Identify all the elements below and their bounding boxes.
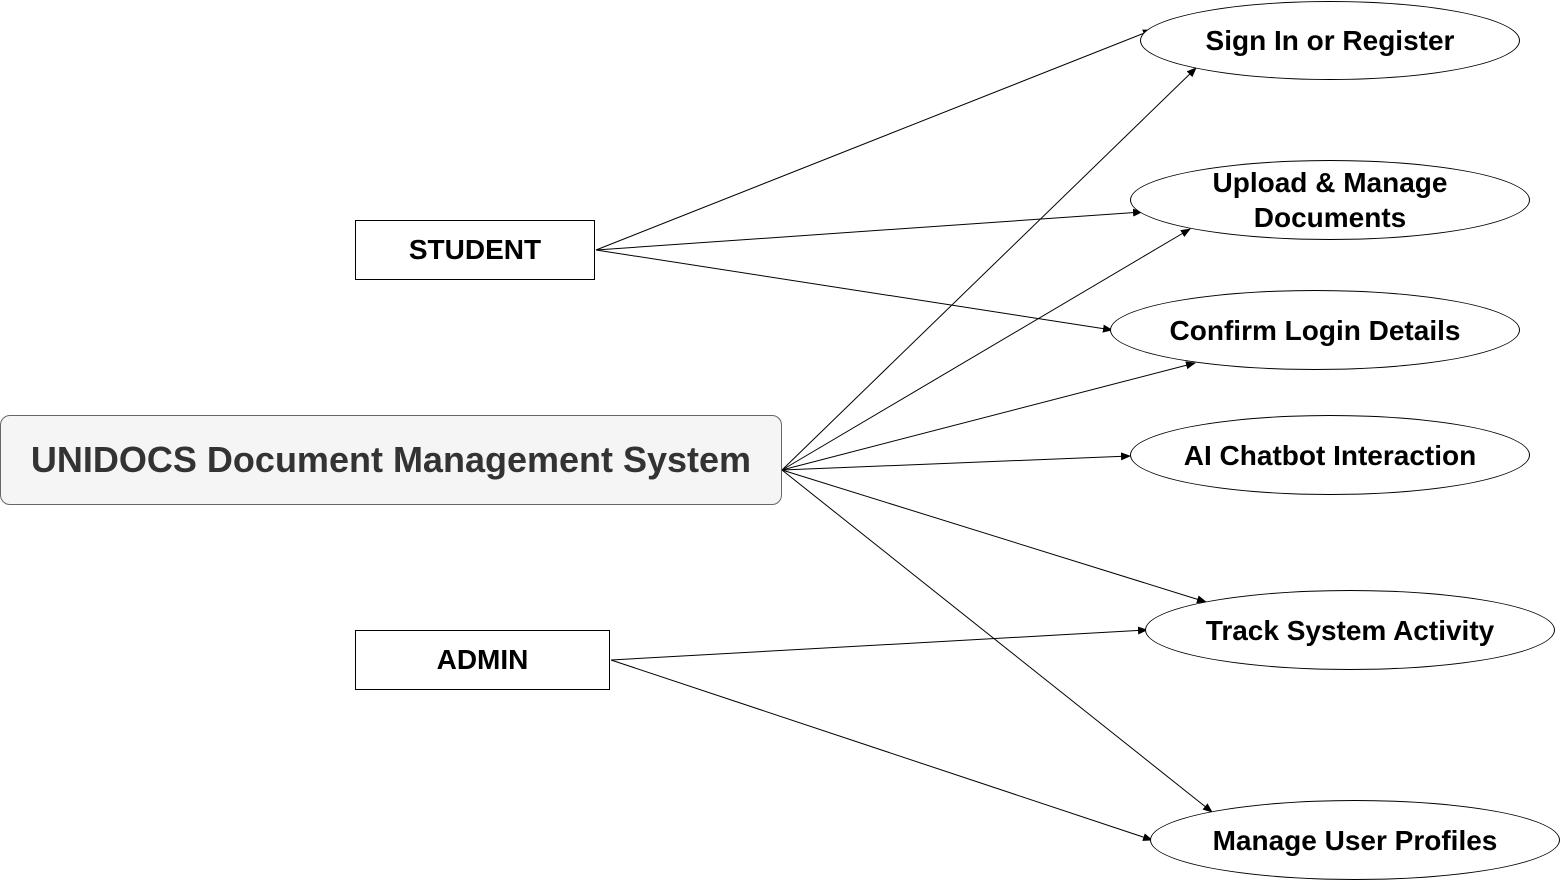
usecase-track-activity-label: Track System Activity [1205, 614, 1495, 646]
usecase-confirm-login[interactable]: Confirm Login Details [1110, 290, 1520, 370]
usecase-upload-label: Upload & Manage Documents [1212, 167, 1448, 233]
connector-system-to-sign-in [781, 67, 1197, 471]
actor-student-label: STUDENT [408, 234, 542, 265]
usecase-sign-in-label: Sign In or Register [1205, 25, 1455, 56]
connector-student-to-upload [595, 208, 1143, 251]
system-title: UNIDOCS Document Management System [30, 439, 752, 480]
connector-system-to-chatbot [781, 452, 1131, 471]
usecase-ai-chatbot[interactable]: AI Chatbot Interaction [1130, 415, 1530, 495]
actor-admin[interactable]: ADMIN [355, 630, 610, 690]
actor-admin-label: ADMIN [436, 644, 529, 675]
connector-student-to-confirm-login [595, 249, 1113, 333]
connector-admin-to-track-activity [610, 626, 1148, 661]
connector-system-to-upload [781, 228, 1191, 471]
actor-student[interactable]: STUDENT [355, 220, 595, 280]
connector-system-to-manage-profiles [781, 469, 1213, 813]
usecase-confirm-login-label: Confirm Login Details [1169, 314, 1461, 346]
usecase-upload-manage-documents[interactable]: Upload & Manage Documents [1130, 160, 1530, 240]
connector-student-to-sign-in [595, 29, 1153, 251]
usecase-sign-in[interactable]: Sign In or Register [1140, 1, 1520, 80]
usecase-manage-profiles-label: Manage User Profiles [1212, 824, 1498, 856]
usecase-chatbot-label: AI Chatbot Interaction [1183, 439, 1477, 471]
usecase-track-activity[interactable]: Track System Activity [1145, 590, 1555, 670]
connector-admin-to-manage-profiles [610, 659, 1153, 841]
usecase-manage-profiles[interactable]: Manage User Profiles [1150, 800, 1560, 880]
system-box[interactable]: UNIDOCS Document Management System [0, 415, 782, 505]
connector-system-to-confirm-login [781, 361, 1196, 471]
connector-system-to-track-activity [781, 469, 1207, 604]
